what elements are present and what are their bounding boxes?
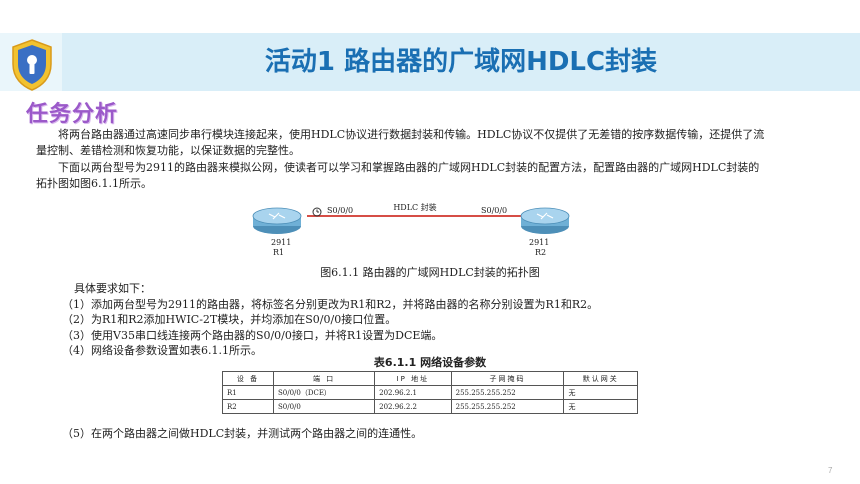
requirement-item: （2）为R1和R2添加HWIC-2T模块，并均添加在S0/0/0接口位置。 xyxy=(62,313,397,326)
link-label: HDLC 封装 xyxy=(393,202,436,212)
table-header-row: 设 备 端 口 IP 地址 子网掩码 默认网关 xyxy=(222,371,638,386)
header-bar xyxy=(62,33,860,91)
cell-mask: 255.255.255.252 xyxy=(450,399,565,414)
cell-gateway: 无 xyxy=(563,399,638,414)
cell-ip: 202.96.2.1 xyxy=(374,385,452,400)
section-title: 任务分析 xyxy=(26,102,119,127)
header-mask: 子网掩码 xyxy=(450,371,565,386)
table-title: 表6.1.1 网络设备参数 xyxy=(373,356,487,369)
header-ip: IP 地址 xyxy=(374,371,452,386)
r2-model: 2911 xyxy=(529,238,549,247)
cell-ip: 202.96.2.2 xyxy=(374,399,452,414)
r1-name: R1 xyxy=(273,248,284,257)
header-device: 设 备 xyxy=(222,371,274,386)
r1-model: 2911 xyxy=(271,238,291,247)
r2-name: R2 xyxy=(535,248,546,257)
requirement-item: （3）使用V35串口线连接两个路由器的S0/0/0接口，并将R1设置为DCE端。 xyxy=(62,328,443,342)
router-r2-icon xyxy=(520,207,570,234)
cell-port: S0/0/0（DCE） xyxy=(272,385,376,400)
requirement-item: （4）网络设备参数设置如表6.1.1所示。 xyxy=(62,344,262,357)
cell-gateway: 无 xyxy=(563,385,638,400)
header-gateway: 默认网关 xyxy=(563,371,638,386)
header-port: 端 口 xyxy=(272,371,376,386)
left-port-label: S0/0/0 xyxy=(327,206,353,215)
cell-device: R2 xyxy=(222,399,274,414)
cell-device: R1 xyxy=(222,385,274,400)
page-number: 7 xyxy=(828,466,833,475)
table-row: R2 S0/0/0 202.96.2.2 255.255.255.252 无 xyxy=(222,399,638,414)
dce-clock-icon xyxy=(312,207,322,217)
page-title: 活动1 路由器的广域网HDLC封装 xyxy=(264,47,658,77)
topology-diagram: HDLC 封装 S0/0/0 S0/0/0 2911 R1 2911 R2 xyxy=(252,202,570,257)
cell-port: S0/0/0 xyxy=(272,399,376,414)
right-port-label: S0/0/0 xyxy=(481,206,507,215)
router-r1-icon xyxy=(252,207,302,234)
table-row: R1 S0/0/0（DCE） 202.96.2.1 255.255.255.25… xyxy=(222,385,638,400)
figure-caption: 图6.1.1 路由器的广域网HDLC封装的拓扑图 xyxy=(320,266,540,279)
paragraph-intro: 将两台路由器通过高速同步串行模块连接起来，使用HDLC协议进行数据封装和传输。H… xyxy=(36,128,765,157)
paragraph-topology: 下面以两台型号为2911的路由器来模拟公网，使读者可以学习和掌握路由器的广域网H… xyxy=(36,161,760,190)
requirement-item: （1）添加两台型号为2911的路由器，将标签名分别更改为R1和R2，并将路由器的… xyxy=(62,297,599,311)
requirements-list: 具体要求如下： （1）添加两台型号为2911的路由器，将标签名分别更改为R1和R… xyxy=(62,281,598,359)
requirements-intro: 具体要求如下： xyxy=(74,282,151,295)
shield-lock-icon xyxy=(12,39,52,91)
device-parameter-table: 设 备 端 口 IP 地址 子网掩码 默认网关 R1 S0/0/0（DCE） 2… xyxy=(222,371,638,414)
final-step: （5）在两个路由器之间做HDLC封装，并测试两个路由器之间的连通性。 xyxy=(62,427,423,440)
cell-mask: 255.255.255.252 xyxy=(450,385,565,400)
